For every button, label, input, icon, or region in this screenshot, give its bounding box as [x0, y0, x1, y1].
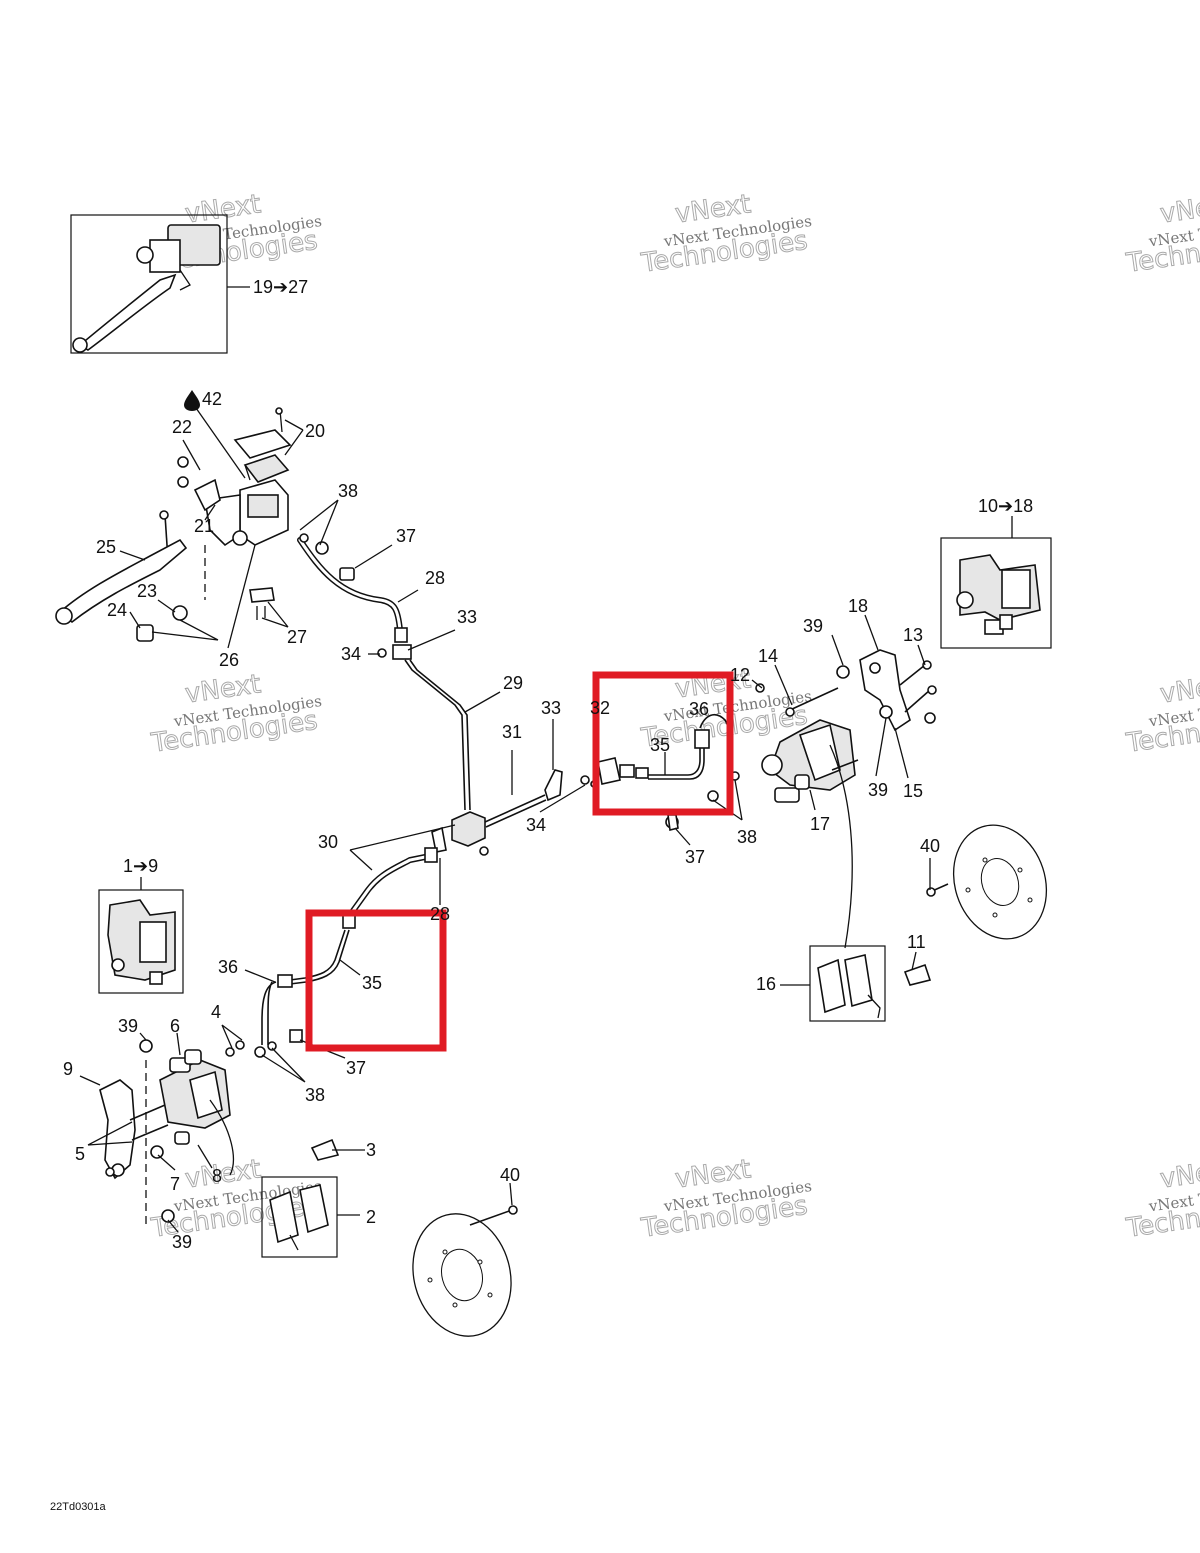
callout-28[interactable]: 28: [425, 568, 445, 588]
callout-39[interactable]: 39: [868, 780, 888, 800]
callout-22[interactable]: 22: [172, 417, 192, 437]
callout-6[interactable]: 6: [170, 1016, 180, 1036]
right-caliper-assembly-inset[interactable]: [940, 537, 1052, 649]
callout-11[interactable]: 11: [907, 932, 926, 952]
left-brake-pads[interactable]: [261, 1138, 340, 1258]
left-caliper-assembly-inset[interactable]: [98, 889, 184, 994]
right-brake-hose[interactable]: [597, 713, 740, 831]
callout-33[interactable]: 33: [541, 698, 561, 718]
callout-20[interactable]: 20: [305, 421, 325, 441]
callout-36[interactable]: 36: [689, 699, 709, 719]
callout-18[interactable]: 18: [848, 596, 868, 616]
callout-17[interactable]: 17: [810, 814, 830, 834]
callout-42[interactable]: 42: [202, 389, 222, 409]
callout-28[interactable]: 28: [430, 904, 450, 924]
callout-39[interactable]: 39: [172, 1232, 192, 1252]
callout-34[interactable]: 34: [526, 815, 546, 835]
callout-40[interactable]: 40: [500, 1165, 520, 1185]
highlight-left-hose: [305, 909, 447, 1052]
callout-27[interactable]: 27: [287, 627, 307, 647]
right-brake-disc[interactable]: [926, 813, 1061, 951]
callout-1-9[interactable]: 1➔9: [123, 856, 158, 876]
callout-23[interactable]: 23: [137, 581, 157, 601]
brake-hose-upper[interactable]: [297, 533, 412, 660]
callout-30[interactable]: 30: [318, 832, 338, 852]
watermark: vNext vNext Technologies Technologies: [148, 1154, 323, 1245]
left-brake-hose[interactable]: [254, 847, 438, 1058]
callout-29[interactable]: 29: [503, 673, 523, 693]
brake-line-29[interactable]: [404, 659, 471, 811]
watermark: vNext vNext Technologies Technologies: [638, 189, 813, 280]
callout-36[interactable]: 36: [218, 957, 238, 977]
callout-21[interactable]: 21: [194, 516, 214, 536]
right-brake-pads[interactable]: [809, 945, 932, 1022]
watermark: vNext vNext Technologies Technologies: [148, 669, 323, 760]
callout-31[interactable]: 31: [502, 722, 522, 742]
callout-16[interactable]: 16: [756, 974, 776, 994]
callout-19-27[interactable]: 19➔27: [253, 277, 308, 297]
distribution-block[interactable]: [431, 769, 598, 856]
callout-2[interactable]: 2: [366, 1207, 376, 1227]
callout-12[interactable]: 12: [730, 665, 750, 685]
callout-39[interactable]: 39: [118, 1016, 138, 1036]
callout-5[interactable]: 5: [75, 1144, 85, 1164]
callout-25[interactable]: 25: [96, 537, 116, 557]
callout-26[interactable]: 26: [219, 650, 239, 670]
callout-8[interactable]: 8: [212, 1166, 222, 1186]
callout-37[interactable]: 37: [396, 526, 416, 546]
callout-24[interactable]: 24: [107, 600, 127, 620]
callout-38[interactable]: 38: [338, 481, 358, 501]
right-caliper-exploded[interactable]: [755, 649, 937, 949]
watermark: vNext vNext Technologies Technologies: [1123, 189, 1200, 280]
watermark: vNext vNext Technologies Technologies: [1123, 1154, 1200, 1245]
callout-4[interactable]: 4: [211, 1002, 221, 1022]
callout-13[interactable]: 13: [903, 625, 923, 645]
callout-14[interactable]: 14: [758, 646, 778, 666]
master-cylinder-assembly-inset[interactable]: [70, 214, 228, 354]
callout-32[interactable]: 32: [590, 698, 610, 718]
callout-7[interactable]: 7: [170, 1174, 180, 1194]
callout-37[interactable]: 37: [685, 847, 705, 867]
callout-37[interactable]: 37: [346, 1058, 366, 1078]
callout-35[interactable]: 35: [362, 973, 382, 993]
callout-35[interactable]: 35: [650, 735, 670, 755]
watermark: vNext vNext Technologies Technologies: [638, 1154, 813, 1245]
callout-9[interactable]: 9: [63, 1059, 73, 1079]
svg-text:vNext: vNext: [1158, 669, 1200, 709]
left-brake-disc[interactable]: [400, 1203, 525, 1348]
callout-33[interactable]: 33: [457, 607, 477, 627]
master-cylinder-exploded[interactable]: [55, 407, 292, 642]
highlight-right-hose: [592, 671, 734, 816]
svg-text:vNext: vNext: [1158, 1154, 1200, 1194]
callout-38[interactable]: 38: [305, 1085, 325, 1105]
callout-39[interactable]: 39: [803, 616, 823, 636]
watermarks: vNext vNext Technologies Technologies vN…: [148, 189, 1200, 1245]
callout-15[interactable]: 15: [903, 781, 923, 801]
callout-34[interactable]: 34: [341, 644, 361, 664]
callout-10-18[interactable]: 10➔18: [978, 496, 1033, 516]
drawing-code: 22Td0301a: [50, 1501, 107, 1513]
callout-3[interactable]: 3: [366, 1140, 376, 1160]
oil-drop-icon: [184, 390, 200, 411]
callouts: 19➔27 42 20 22 38 37 21 25 28 23 24 27 2…: [63, 277, 1033, 1252]
callout-38[interactable]: 38: [737, 827, 757, 847]
callout-40[interactable]: 40: [920, 836, 940, 856]
svg-text:vNext: vNext: [1158, 189, 1200, 229]
watermark: vNext vNext Technologies Technologies: [1123, 669, 1200, 760]
